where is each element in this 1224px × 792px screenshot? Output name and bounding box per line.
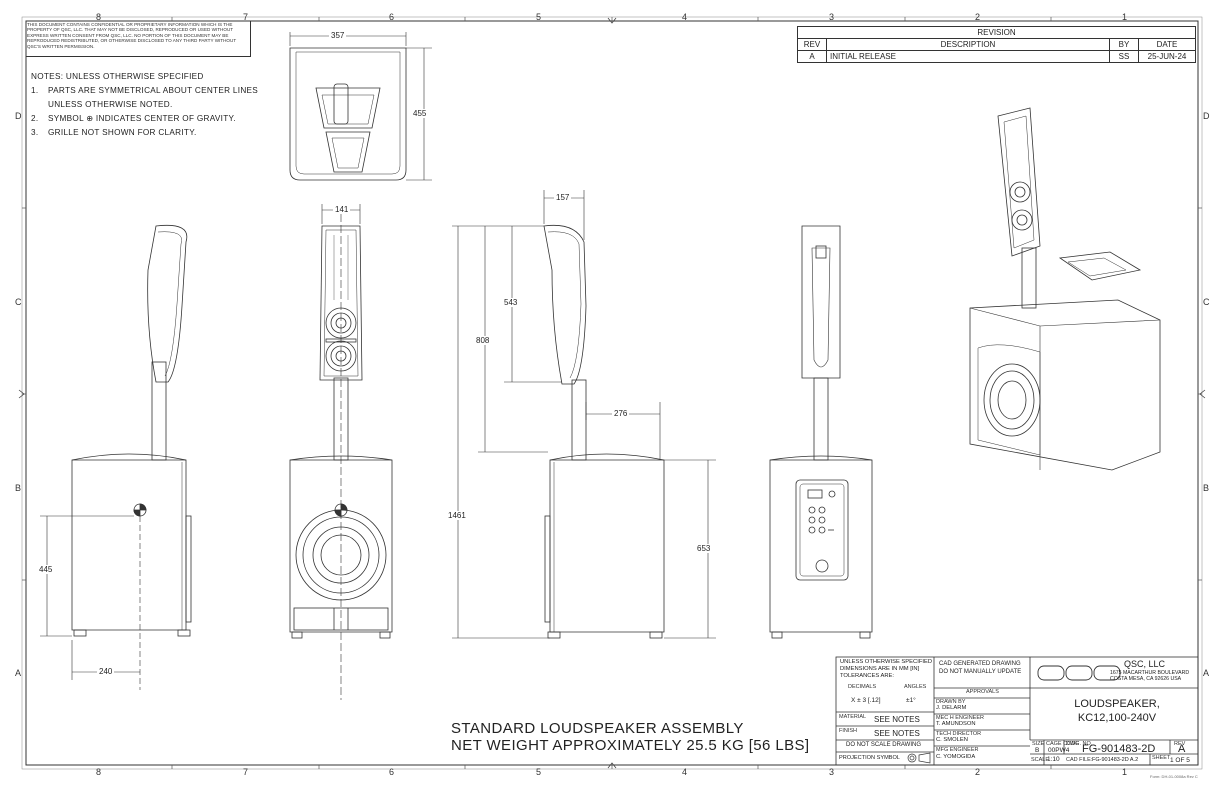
assembly-title: STANDARD LOUDSPEAKER ASSEMBLY NET WEIGHT… [451, 720, 810, 754]
right-side-view [543, 224, 665, 639]
projection-symbol [907, 752, 931, 764]
zone-label-side: B [15, 483, 22, 493]
cage-code-value: 00PW4 [1048, 747, 1070, 754]
qsc-logo [1037, 665, 1121, 681]
dim-text: 653 [695, 544, 713, 553]
tech-label: TECH DIRECTOR [936, 731, 982, 737]
zone-label-bottom: 2 [975, 767, 981, 777]
zone-label-bottom: 3 [829, 767, 835, 777]
isometric-view [969, 107, 1161, 471]
date-value: 25-JUN-24 [1138, 50, 1196, 63]
drawn-value: J. DELARM [936, 705, 967, 711]
rev-value: A [1178, 743, 1186, 755]
dim-text: 808 [474, 336, 492, 345]
zone-label-top: 8 [96, 12, 102, 22]
revision-table: REVISION REV DESCRIPTION BY DATE A INITI… [797, 26, 1196, 63]
zone-label-bottom: 4 [682, 767, 688, 777]
zone-label-top: 6 [389, 12, 395, 22]
dwg-no-label: DWG. NO. [1066, 741, 1093, 747]
dim-text: 157 [554, 193, 572, 202]
confidential-notice: THIS DOCUMENT CONTAINS CONFIDENTIAL OR P… [27, 22, 237, 49]
dim-text: 240 [97, 667, 115, 676]
sheet-value: 1 OF 5 [1170, 757, 1190, 764]
zone-label-bottom: 6 [389, 767, 395, 777]
size-value: B [1035, 747, 1040, 754]
decimals-label: DECIMALS [848, 684, 877, 690]
mech-label: MEC H ENGINEER [936, 715, 984, 721]
zone-label-side: B [1203, 483, 1210, 493]
angles-value: ±1° [906, 697, 916, 704]
material-label: MATERIAL [839, 714, 867, 720]
mfg-label: MFG ENGINEER [936, 747, 979, 753]
note-item: UNLESS OTHERWISE NOTED. [48, 100, 173, 109]
no-scale-note: DO NOT SCALE DRAWING [846, 742, 922, 748]
material-value: SEE NOTES [874, 715, 920, 724]
angles-label: ANGLES [904, 684, 927, 690]
dim-text: 276 [612, 409, 630, 418]
zone-label-top: 1 [1122, 12, 1128, 22]
title-block-grid [835, 656, 1199, 766]
zone-label-bottom: 1 [1122, 767, 1128, 777]
mech-value: T. AMUNDSON [936, 721, 976, 727]
dim-text: 455 [411, 109, 429, 118]
zone-label-side: D [15, 111, 22, 121]
tolerance-header: UNLESS OTHERWISE SPECIFIED DIMENSIONS AR… [840, 659, 933, 680]
dim-text: 357 [329, 31, 347, 40]
rear-view [769, 225, 873, 639]
notes-block: NOTES: UNLESS OTHERWISE SPECIFIED 1.PART… [31, 70, 258, 140]
size-label: SIZE [1032, 741, 1045, 747]
zone-label-side: A [15, 668, 22, 678]
top-view [289, 47, 407, 181]
zone-label-bottom: 5 [536, 767, 542, 777]
cad-file-value: FG-901483-2D A.2 [1092, 757, 1139, 763]
note-item: 1.PARTS ARE SYMMETRICAL ABOUT CENTER LIN… [31, 86, 259, 95]
zone-label-side: A [1203, 668, 1210, 678]
zone-label-side: C [15, 297, 22, 307]
dim-text: 445 [37, 565, 55, 574]
mfg-value: C. YOMOGIDA [936, 754, 976, 760]
finish-value: SEE NOTES [874, 729, 920, 738]
approvals-label: APPROVALS [966, 689, 999, 695]
part-description: LOUDSPEAKER, KC12,100-240V [1074, 698, 1160, 724]
cad-file-label: CAD FILE: [1066, 757, 1093, 763]
zone-label-bottom: 8 [96, 767, 102, 777]
sheet-label: SHEET [1152, 755, 1171, 761]
form-number: Form: DH-01-0008a Rev C [1150, 774, 1198, 779]
scale-label: SCALE [1031, 757, 1050, 763]
left-side-view [71, 224, 192, 637]
note-item: 2.SYMBOL ⊕ INDICATES CENTER OF GRAVITY. [31, 114, 236, 123]
company-name: QSC, LLC [1124, 659, 1166, 669]
zone-label-bottom: 7 [243, 767, 249, 777]
dwg-no-value: FG-901483-2D [1082, 743, 1156, 755]
dim-text: 1461 [446, 511, 468, 520]
zone-label-side: D [1203, 111, 1210, 121]
by-value: SS [1109, 50, 1139, 63]
cad-note: CAD GENERATED DRAWING DO NOT MANUALLY UP… [939, 661, 1022, 675]
zone-label-top: 7 [243, 12, 249, 22]
zone-label-top: 3 [829, 12, 835, 22]
rev-value: A [797, 50, 827, 63]
note-item: 3.GRILLE NOT SHOWN FOR CLARITY. [31, 128, 197, 137]
company-address: 1675 MACARTHUR BOULEVARD COSTA MESA, CA … [1110, 670, 1190, 683]
finish-label: FINISH [839, 728, 858, 734]
zone-label-side: C [1203, 297, 1210, 307]
scale-value: 1:10 [1047, 756, 1060, 763]
confidential-box [26, 21, 251, 57]
zone-label-top: 5 [536, 12, 542, 22]
dim-text: 543 [502, 298, 520, 307]
notes-heading: NOTES: UNLESS OTHERWISE SPECIFIED [31, 72, 204, 81]
cage-code-label: CAGE CODE [1046, 741, 1080, 747]
dim-text: 141 [333, 205, 351, 214]
projection-label: PROJECTION SYMBOL [839, 755, 900, 761]
zone-label-top: 4 [682, 12, 688, 22]
zone-label-top: 2 [975, 12, 981, 22]
rev-label: REV [1174, 741, 1186, 747]
drawn-label: DRAWN BY [936, 699, 966, 705]
decimals-value: X ± 3 [.12] [851, 697, 881, 704]
tech-value: C. SMOLEN [936, 737, 968, 743]
